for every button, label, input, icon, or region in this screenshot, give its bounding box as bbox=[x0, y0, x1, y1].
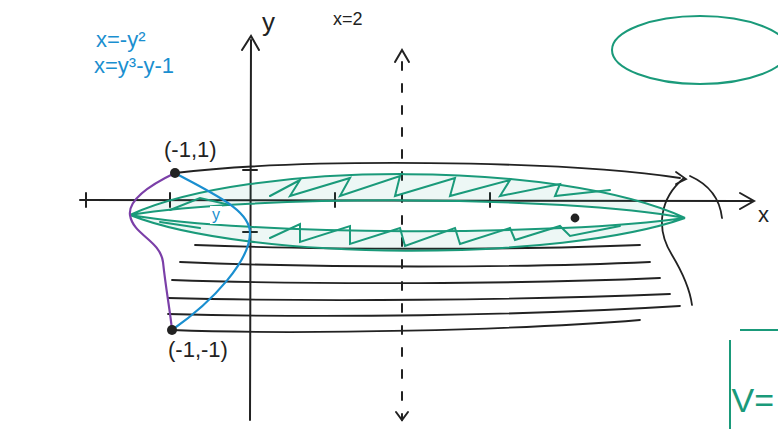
point bbox=[167, 325, 177, 335]
point-label: (-1,-1) bbox=[168, 338, 228, 362]
volume-label: V= bbox=[731, 382, 774, 419]
sweep-line bbox=[180, 262, 650, 267]
right-profile bbox=[662, 178, 692, 305]
bottom-sweep bbox=[172, 320, 640, 332]
hatching bbox=[270, 176, 610, 196]
parabola-curve bbox=[172, 173, 250, 330]
rotation-arrow-top bbox=[395, 50, 409, 62]
hatching bbox=[270, 224, 620, 246]
y-axis-arrow bbox=[242, 36, 259, 50]
axes bbox=[80, 36, 754, 420]
sweep-line bbox=[168, 294, 670, 300]
rotation-arrow-bottom bbox=[396, 412, 408, 420]
shaded-region bbox=[130, 16, 778, 251]
sweep-line bbox=[172, 278, 660, 283]
sweep-arrow bbox=[676, 172, 686, 184]
variable-label: y bbox=[210, 206, 222, 224]
point bbox=[170, 168, 180, 178]
axis-label: y bbox=[262, 8, 275, 37]
oval-note bbox=[612, 16, 778, 84]
point bbox=[572, 215, 579, 222]
point-label: (-1,1) bbox=[164, 138, 217, 162]
hatching bbox=[160, 198, 230, 228]
line-label: x=2 bbox=[333, 10, 363, 30]
cubic-curve bbox=[130, 173, 175, 330]
equation-label: x=-y² bbox=[96, 28, 146, 52]
axis-label: x bbox=[758, 203, 769, 227]
box-edge bbox=[740, 329, 778, 331]
right-profile-cap bbox=[690, 176, 722, 218]
x-axis-arrow bbox=[740, 193, 754, 209]
answer-box bbox=[730, 330, 778, 429]
box-edge bbox=[729, 340, 731, 429]
equation-label: x=y³-y-1 bbox=[94, 54, 174, 78]
sweep-line bbox=[168, 306, 680, 316]
